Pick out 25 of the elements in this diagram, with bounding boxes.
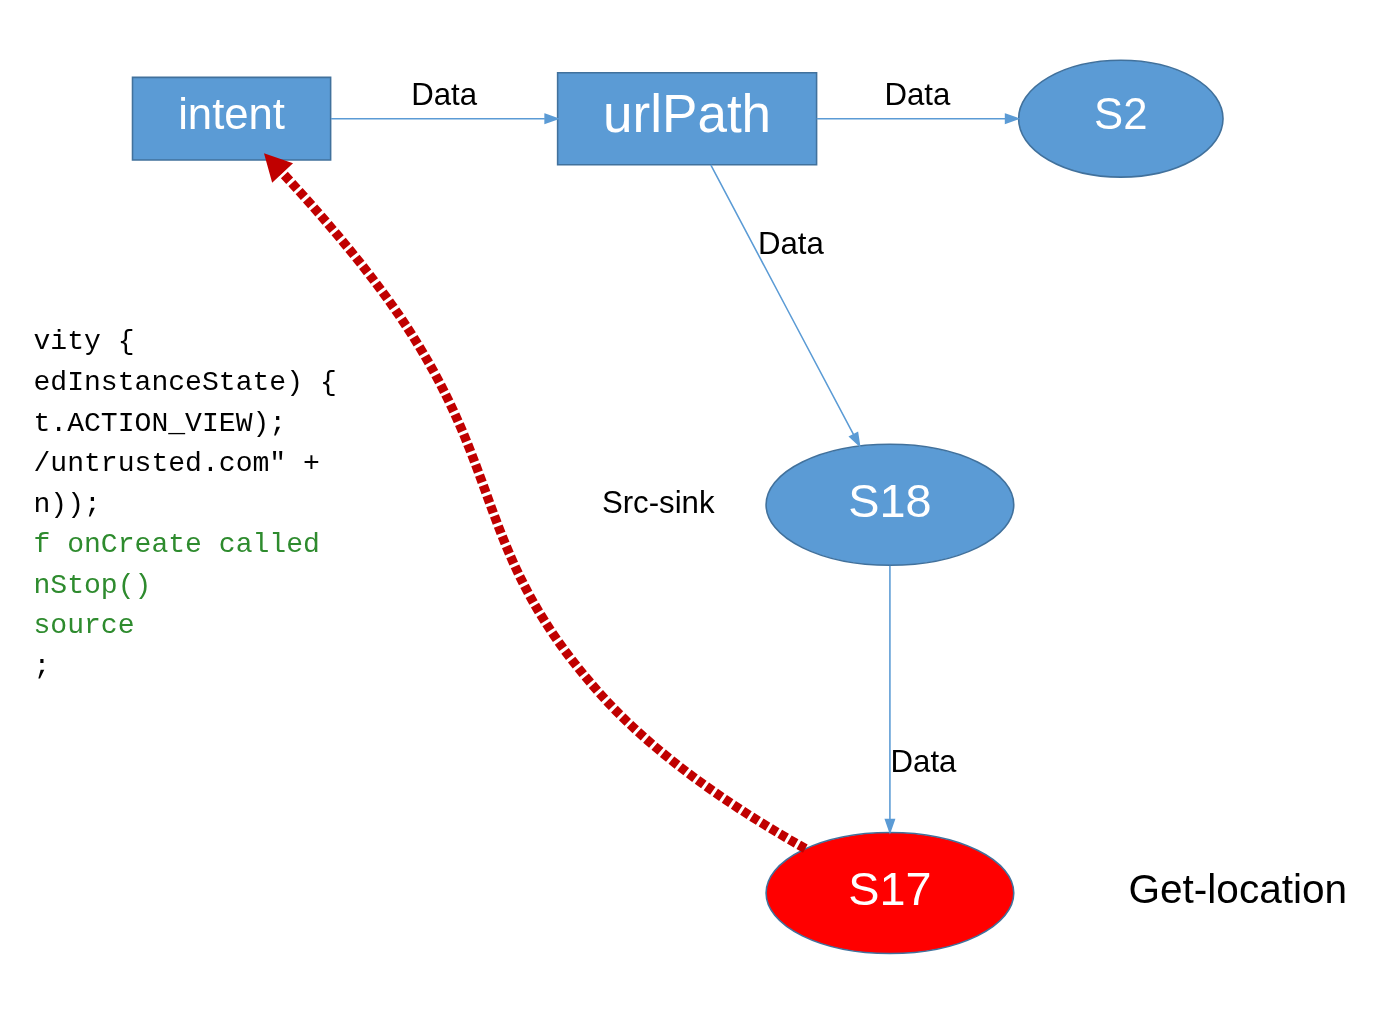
edge-label: Data <box>890 743 957 779</box>
arrow <box>263 152 808 853</box>
label: f onCreate called <box>33 528 320 560</box>
edge-label: Src-sink <box>601 484 715 520</box>
arrow <box>330 112 560 124</box>
node-box: intent <box>131 76 332 161</box>
node-label: Get-location <box>1128 865 1348 912</box>
arrow <box>815 112 1021 124</box>
label: nStop() <box>33 569 152 601</box>
edge-label: Data <box>757 225 824 261</box>
node-ellipse: S17 <box>765 831 1015 954</box>
label: edInstanceState) { <box>33 366 337 398</box>
node-box: urlPath <box>556 71 818 165</box>
node-ellipse: S18 <box>765 443 1015 566</box>
arrow <box>710 163 861 448</box>
label: n)); <box>33 488 101 520</box>
label: source <box>33 609 135 641</box>
label: t.ACTION_VIEW); <box>33 407 287 439</box>
edge-label: Data <box>411 76 478 112</box>
arrow <box>884 564 896 834</box>
edge-label: Data <box>884 76 951 112</box>
label: ; <box>33 650 51 682</box>
label: vity { <box>33 325 135 357</box>
label: /untrusted.com" + <box>33 447 320 479</box>
node-ellipse: S2 <box>1017 59 1224 178</box>
